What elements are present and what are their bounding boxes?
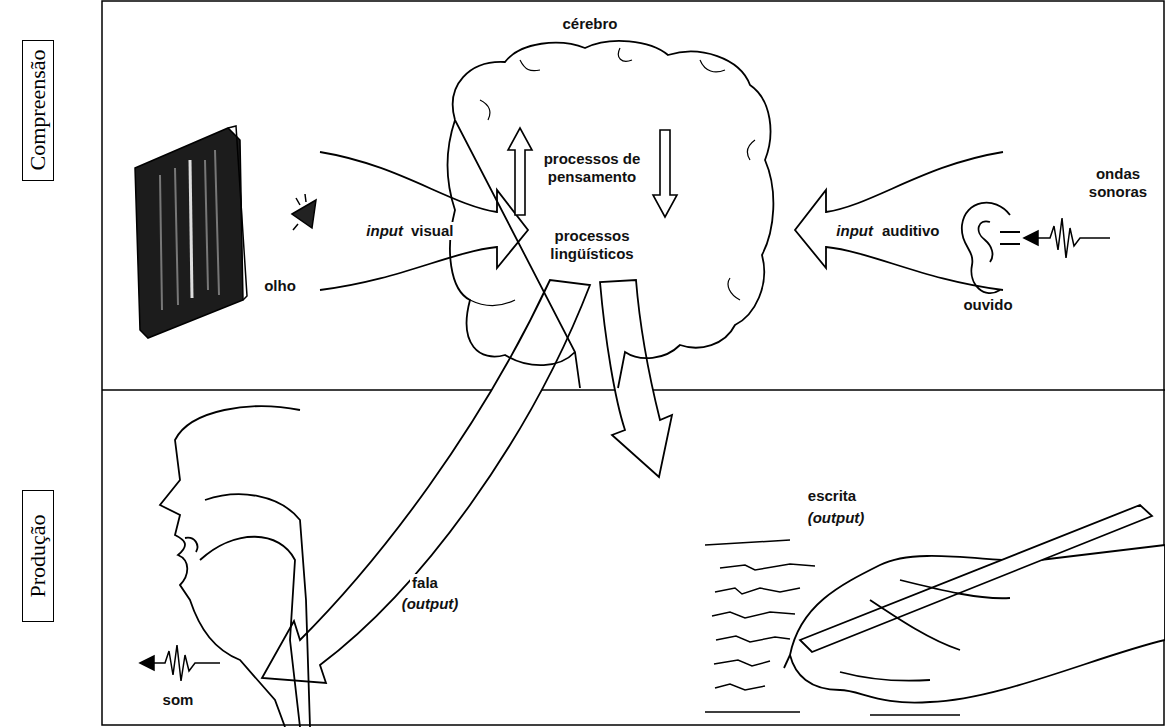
paper-picture [714,660,770,666]
brain-outline [448,41,774,388]
paper-picture [715,684,765,690]
sound-wave [1032,218,1110,258]
frame [102,1,1164,725]
eye-picture [293,194,306,230]
section-box: Compreensão [22,40,54,181]
book-picture [190,160,192,298]
brain-region: cérebro processos de pensamento processos … [420,6,800,396]
output-label: (output) [400,595,461,613]
head-profile [160,406,310,727]
output-arrow [262,280,590,683]
hand-picture [784,505,1165,703]
paper-picture [716,636,790,642]
input-label: visual [409,222,456,240]
wave-label: ondas sonoras [1076,165,1160,201]
hand-picture [840,580,1010,681]
book-picture [135,126,247,338]
head-profile [200,537,300,727]
book-picture [135,128,243,338]
section-box: Produção [22,490,54,622]
section-label: Compreensão [25,50,51,171]
output-arrow [262,280,672,683]
hand-picture [800,505,1152,652]
ear-picture [962,203,1020,294]
paper-picture [715,588,800,594]
brain-outline [420,6,800,396]
book-picture [228,126,247,300]
organ-label: olho [262,277,298,295]
input-arrow [320,152,528,290]
process-text: processos de pensamento [534,150,650,186]
output-arrow [600,280,672,477]
brain-fold [470,48,755,306]
output-label: escrita [806,487,858,505]
head-profile [185,538,197,552]
output-label: fala [410,574,440,592]
eye-picture [292,200,316,228]
output-label: (output) [806,509,867,527]
down-arrow [653,130,677,217]
hand-picture [784,655,790,668]
input-label: auditivo [880,222,942,240]
sound-wave [148,645,220,681]
sound-label: som [161,691,196,709]
frame [102,1,1165,725]
head-profile [160,406,300,727]
input-label: input [834,222,875,240]
paper-picture [712,612,795,618]
sound-wave [1024,231,1038,245]
input-label: input [364,222,405,240]
eye-picture [292,194,316,230]
paper-picture [705,712,960,715]
section-label: Produção [25,514,51,597]
process-text: processos lingüísticos [534,227,650,263]
up-arrow [508,128,532,215]
ear-picture [1000,232,1020,244]
head-profile [205,494,310,727]
sound-wave [140,656,154,670]
organ-label: ouvido [961,296,1014,314]
ear-picture [979,221,993,262]
brain-title: cérebro [560,15,619,33]
paper-picture [705,540,815,570]
ear-picture [962,203,1010,294]
book-picture [160,150,219,310]
